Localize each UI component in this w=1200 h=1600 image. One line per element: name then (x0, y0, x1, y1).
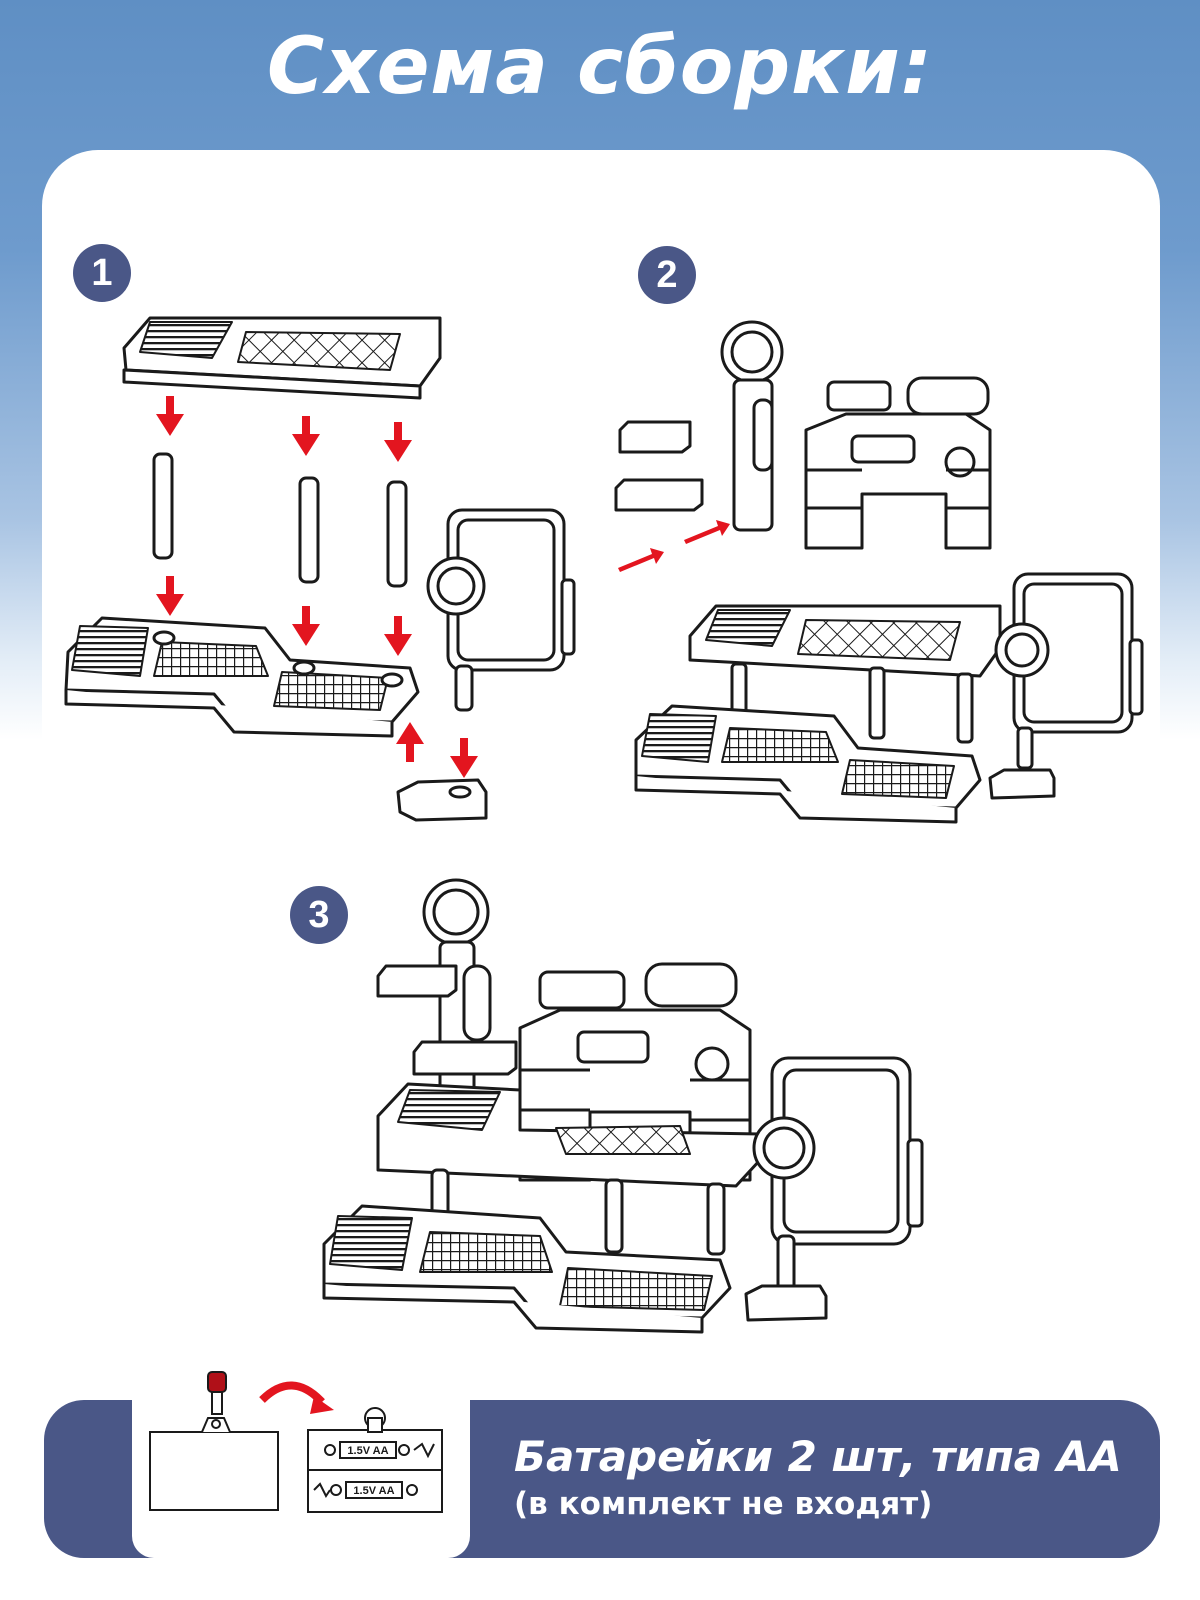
rod-part (152, 452, 174, 560)
shelf-part (412, 1040, 518, 1076)
page-title: Схема сборки: (267, 22, 933, 112)
step-2-badge: 2 (638, 246, 696, 304)
foot-part (396, 778, 488, 822)
battery-note-line1: Батарейки 2 шт, типа АА (514, 1432, 1122, 1481)
shelf-part (614, 478, 704, 512)
insert-arrow-icon (259, 1381, 325, 1405)
cell-label: 1.5V AA (353, 1485, 394, 1497)
battery-image-box: 1.5V AA 1.5V AA (132, 1364, 470, 1558)
step-2-illustration (614, 320, 1144, 824)
rod-part (386, 480, 408, 588)
rod-part (298, 476, 320, 584)
counter-part (804, 412, 992, 550)
step-2-arrows (618, 520, 730, 572)
scale-part (826, 380, 892, 412)
cell-label: 1.5V AA (347, 1445, 388, 1457)
step-3-badge: 3 (290, 886, 348, 944)
battery-compartment-drawing: 1.5V AA 1.5V AA (149, 1364, 443, 1513)
battery-box (149, 1431, 279, 1511)
step-1-illustration (64, 316, 576, 822)
shelf-part (618, 420, 692, 454)
scale-part (538, 970, 626, 1010)
battery-note-line2: (в комплект не входят) (514, 1486, 933, 1522)
step-3-illustration (322, 878, 924, 1334)
shelf-part (376, 964, 458, 998)
step-1-badge: 1 (73, 244, 131, 302)
